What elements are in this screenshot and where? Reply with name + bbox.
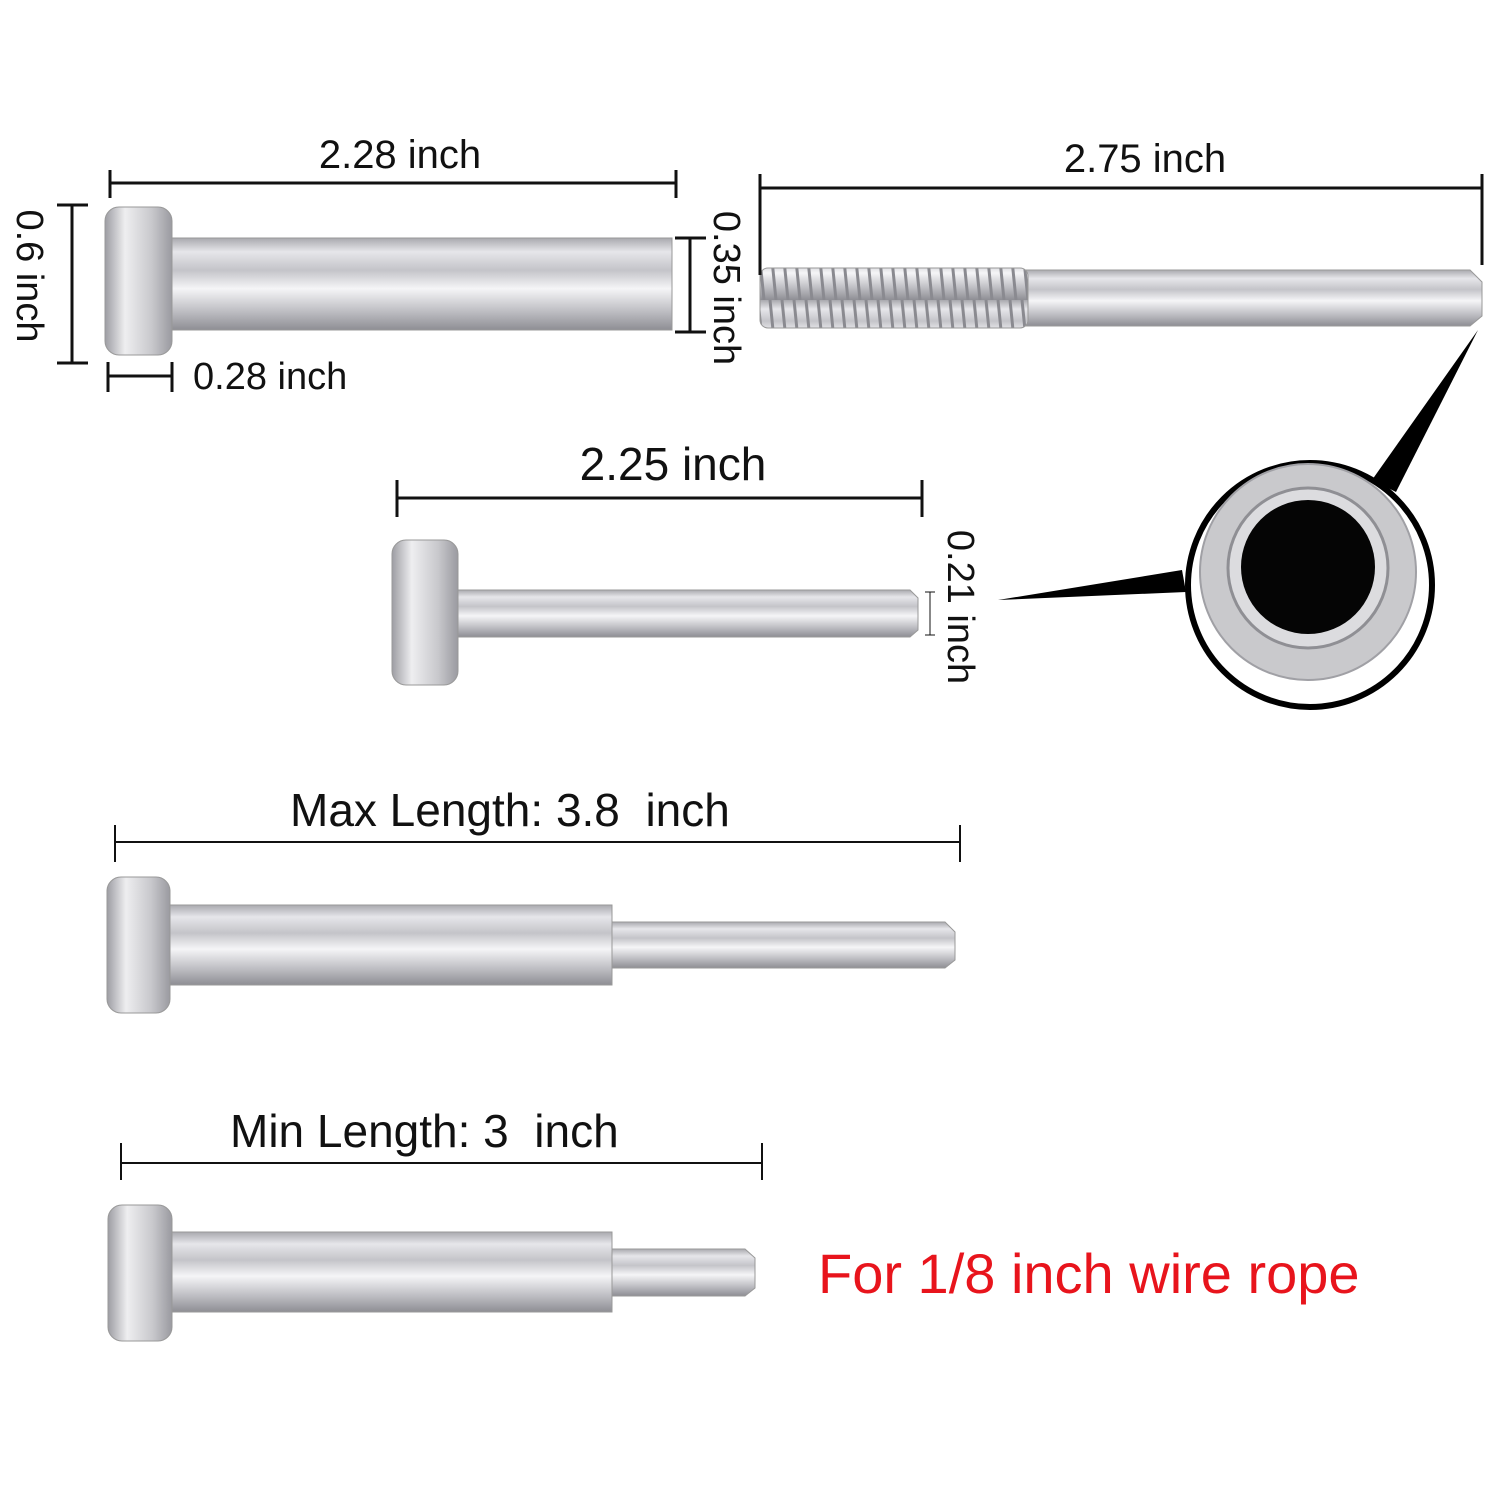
dimension-head-diameter: 0.6 inch [8, 203, 88, 365]
dimension-length-threaded-rod: 2.75 inch [758, 137, 1484, 275]
stud-small-length-label: 2.25 inch [580, 438, 767, 490]
dimension-min-length: Min Length: 3 inch [120, 1105, 763, 1180]
max-length-label: Max Length: 3.8 inch [290, 784, 730, 836]
dimension-length-stud-small: 2.25 inch [395, 438, 924, 517]
tip-diameter-label: 0.21 inch [939, 530, 981, 684]
dimension-head-thickness: 0.28 inch [106, 356, 347, 398]
dimension-shaft-diameter: 0.35 inch [675, 211, 747, 365]
stud-large [104, 206, 673, 356]
shaft-diameter-label: 0.35 inch [705, 211, 747, 365]
head-diameter-label: 0.6 inch [8, 209, 50, 342]
min-length-label: Min Length: 3 inch [230, 1105, 619, 1157]
threaded-rod-length-label: 2.75 inch [1064, 137, 1226, 181]
assembly-min [107, 1204, 756, 1342]
wire-rope-note: For 1/8 inch wire rope [818, 1242, 1360, 1305]
assembly-max [106, 876, 956, 1014]
bore-hole [1241, 500, 1375, 634]
threaded-rod [759, 267, 1483, 329]
length-label: 2.28 inch [319, 133, 481, 177]
stud-small [391, 539, 919, 686]
dimension-length-stud-large: 2.28 inch [108, 133, 678, 198]
head-thickness-label: 0.28 inch [193, 356, 347, 398]
dimension-max-length: Max Length: 3.8 inch [114, 784, 961, 862]
dimension-tip-diameter: 0.21 inch [925, 530, 981, 684]
end-detail-callout [998, 330, 1478, 710]
